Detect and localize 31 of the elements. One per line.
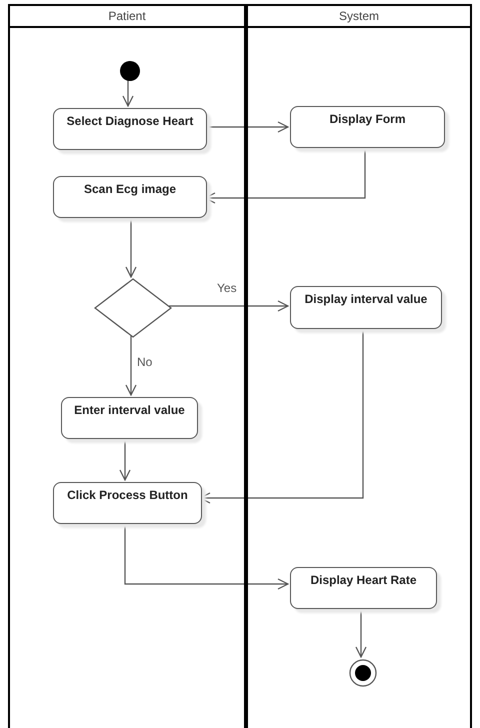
- arrow: [124, 522, 289, 590]
- swimlane: [8, 4, 246, 728]
- activity-label: Select Diagnose Heart: [66, 114, 194, 128]
- arrow: [355, 607, 367, 658]
- activity-box: [53, 176, 207, 218]
- arrow: [205, 121, 289, 133]
- activity-label: Click Process Button: [66, 488, 189, 502]
- arrow: [122, 79, 134, 107]
- activity-label: Display Form: [328, 112, 407, 126]
- activity-box: [53, 108, 207, 150]
- activity-label: Enter interval value: [73, 403, 186, 417]
- initial-node: [120, 61, 140, 81]
- activity-label: Display Heart Rate: [309, 573, 418, 587]
- activity-label: Display interval value: [304, 292, 428, 306]
- arrow: [125, 216, 137, 278]
- activity-box: [290, 106, 445, 148]
- activity-box: [290, 567, 437, 609]
- decision-diamond: [95, 279, 171, 337]
- final-node: [349, 659, 377, 687]
- arrow: [125, 335, 137, 396]
- arrow: [119, 437, 131, 481]
- activity-label: Scan Ecg image: [82, 182, 178, 196]
- activity-box: [53, 482, 202, 524]
- swimlane: [246, 4, 472, 728]
- lane-header: System: [248, 6, 470, 28]
- activity-box: [290, 286, 442, 329]
- arrow: [169, 300, 289, 312]
- edge-label: Yes: [216, 281, 238, 295]
- edge-label: No: [136, 355, 154, 369]
- activity-box: [61, 397, 198, 439]
- lane-header: Patient: [10, 6, 244, 28]
